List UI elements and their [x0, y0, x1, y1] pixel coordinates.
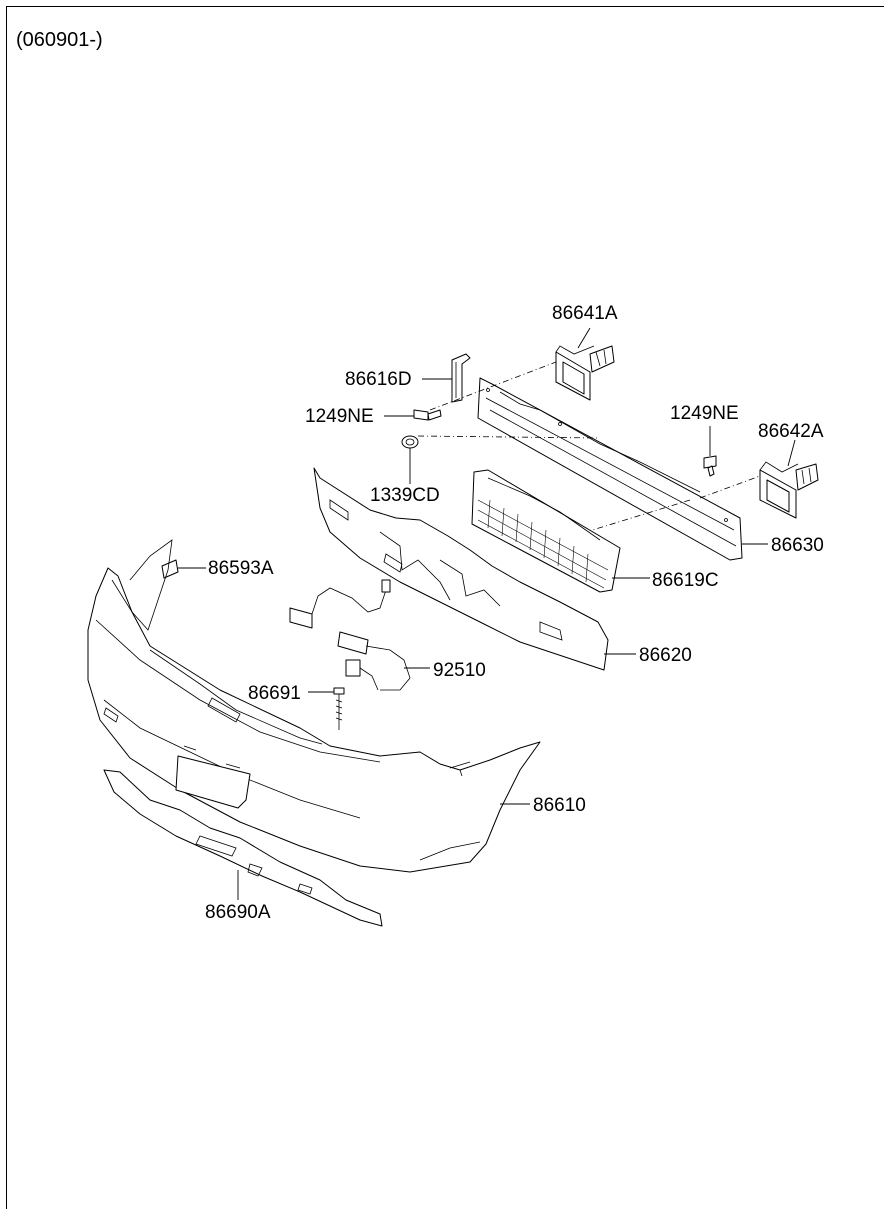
callout-86642A[interactable]: 86642A [758, 421, 824, 442]
drawing-frame [6, 6, 884, 1209]
rear-beam-86630 [477, 377, 743, 561]
nut-1339CD [401, 435, 419, 449]
leader-lines [178, 327, 796, 900]
screw-1249NE-right [703, 455, 717, 477]
screw-1249NE-left [413, 409, 442, 421]
callout-1249NE-left[interactable]: 1249NE [305, 406, 374, 427]
callout-86610[interactable]: 86610 [533, 795, 586, 816]
callout-86690A[interactable]: 86690A [205, 902, 271, 923]
callout-86691[interactable]: 86691 [248, 683, 301, 704]
callout-86593A[interactable]: 86593A [208, 558, 274, 579]
bracket-86641A [555, 345, 615, 401]
bracket-86616D [451, 353, 471, 403]
bracket-86642A [759, 461, 819, 519]
callout-92510[interactable]: 92510 [433, 660, 486, 681]
callout-86616D[interactable]: 86616D [345, 369, 412, 390]
callout-1339CD[interactable]: 1339CD [370, 485, 440, 506]
bumper-cover-86610 [87, 539, 541, 873]
callout-1249NE-right[interactable]: 1249NE [670, 403, 739, 424]
callout-86619C[interactable]: 86619C [652, 570, 719, 591]
bolt-86691 [333, 687, 345, 730]
callout-86630[interactable]: 86630 [771, 535, 824, 556]
callout-86641A[interactable]: 86641A [552, 303, 618, 324]
absorber-86620 [313, 467, 609, 671]
lower-skirt-86690A [103, 769, 383, 927]
clip-86593A [161, 559, 179, 579]
harness-92510 [289, 579, 411, 691]
date-code-label: (060901-) [16, 29, 103, 51]
callout-86620[interactable]: 86620 [639, 645, 692, 666]
support-86619C [471, 469, 621, 593]
